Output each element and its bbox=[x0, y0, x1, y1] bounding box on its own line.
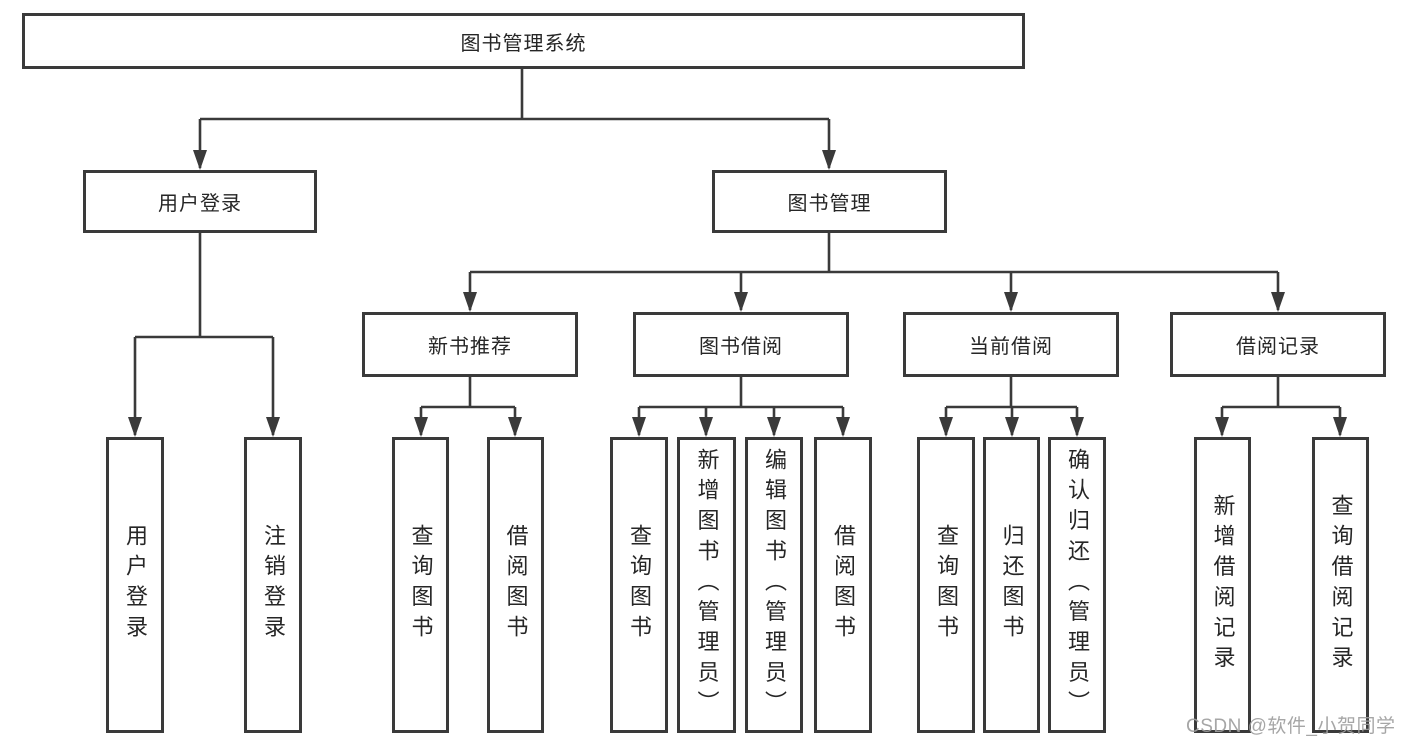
node-new-books: 新书推荐 bbox=[362, 312, 578, 377]
node-borrow-records: 借阅记录 bbox=[1170, 312, 1386, 377]
node-user-login: 用户登录 bbox=[83, 170, 317, 233]
leaf-borrow-add-admin: 新增图书（管理员） bbox=[677, 437, 736, 733]
connector-root-to-level2 bbox=[193, 69, 836, 170]
leaf-borrow-add-admin-label: 新增图书（管理员） bbox=[694, 448, 720, 722]
leaf-current-confirm-admin: 确认归还（管理员） bbox=[1048, 437, 1106, 733]
connector-user-login-children bbox=[128, 233, 280, 437]
leaf-newbooks-borrow: 借阅图书 bbox=[487, 437, 544, 733]
connector-book-borrow-children bbox=[632, 377, 850, 437]
leaf-user-login-label: 用户登录 bbox=[123, 524, 148, 646]
connector-current-borrow-children bbox=[939, 377, 1084, 437]
leaf-records-add: 新增借阅记录 bbox=[1194, 437, 1251, 733]
node-book-mgmt: 图书管理 bbox=[712, 170, 947, 233]
leaf-current-return: 归还图书 bbox=[983, 437, 1040, 733]
leaf-logout-label: 注销登录 bbox=[261, 524, 286, 646]
leaf-records-query-label: 查询借阅记录 bbox=[1328, 493, 1354, 677]
connector-borrow-records-children bbox=[1215, 377, 1347, 437]
node-current-borrow: 当前借阅 bbox=[903, 312, 1119, 377]
node-root-label: 图书管理系统 bbox=[460, 32, 587, 55]
node-book-mgmt-label: 图书管理 bbox=[787, 193, 872, 215]
node-book-borrow-label: 图书借阅 bbox=[699, 336, 783, 358]
leaf-borrow-edit-admin-label: 编辑图书（管理员） bbox=[762, 448, 787, 722]
node-book-borrow: 图书借阅 bbox=[633, 312, 849, 377]
node-borrow-records-label: 借阅记录 bbox=[1236, 336, 1320, 358]
node-root: 图书管理系统 bbox=[22, 13, 1025, 69]
leaf-borrow-query: 查询图书 bbox=[610, 437, 668, 733]
leaf-newbooks-borrow-label: 借阅图书 bbox=[503, 524, 529, 646]
leaf-borrow-query-label: 查询图书 bbox=[627, 524, 652, 646]
node-current-borrow-label: 当前借阅 bbox=[969, 336, 1053, 358]
watermark: CSDN @软件_小贺同学 bbox=[1186, 716, 1396, 737]
leaf-records-query: 查询借阅记录 bbox=[1312, 437, 1369, 733]
leaf-records-add-label: 新增借阅记录 bbox=[1210, 493, 1236, 677]
leaf-borrow-borrow: 借阅图书 bbox=[814, 437, 872, 733]
node-user-login-label: 用户登录 bbox=[158, 193, 242, 215]
leaf-current-confirm-admin-label: 确认归还（管理员） bbox=[1065, 448, 1090, 722]
node-new-books-label: 新书推荐 bbox=[428, 336, 512, 358]
leaf-current-return-label: 归还图书 bbox=[999, 524, 1025, 646]
leaf-newbooks-query-label: 查询图书 bbox=[408, 524, 434, 646]
leaf-user-login: 用户登录 bbox=[106, 437, 164, 733]
leaf-logout: 注销登录 bbox=[244, 437, 302, 733]
leaf-current-query: 查询图书 bbox=[917, 437, 975, 733]
leaf-newbooks-query: 查询图书 bbox=[392, 437, 449, 733]
connector-book-mgmt-sections bbox=[463, 233, 1285, 312]
leaf-borrow-borrow-label: 借阅图书 bbox=[831, 524, 856, 646]
leaf-borrow-edit-admin: 编辑图书（管理员） bbox=[745, 437, 803, 733]
leaf-current-query-label: 查询图书 bbox=[934, 524, 959, 646]
connector-new-books-children bbox=[414, 377, 522, 437]
